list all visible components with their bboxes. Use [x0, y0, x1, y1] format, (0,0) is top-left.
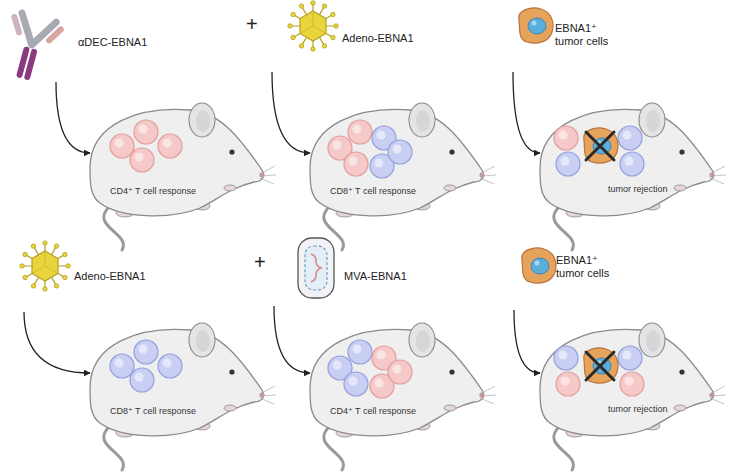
- response-label: tumor rejection: [608, 184, 668, 195]
- reagent-label: Adeno-EBNA1: [342, 32, 414, 45]
- mouse-figure: [310, 103, 496, 250]
- response-label: CD4⁺ T cell response: [330, 406, 416, 417]
- plus-sign: +: [246, 14, 258, 34]
- adenovirus-icon: [20, 241, 70, 291]
- cd8-cell: [134, 340, 158, 364]
- mouse-node: tumor rejection: [530, 318, 715, 438]
- reagent-node: MVA-EBNA1: [268, 236, 411, 306]
- tumor-cell: [584, 348, 618, 383]
- antibody-icon: [0, 5, 69, 86]
- curved-arrow: [514, 310, 540, 373]
- cd4-cell: [344, 152, 368, 176]
- mouse-figure: [90, 103, 276, 250]
- curved-arrow: [513, 72, 540, 153]
- cd8-cell: [388, 140, 412, 164]
- mouse-node: CD4⁺ T cell response: [300, 318, 485, 438]
- cd8-cell: [556, 152, 580, 176]
- reagent-node: αDEC-EBNA1: [8, 2, 152, 82]
- mouse-figure: [540, 103, 726, 250]
- cd8-cell: [554, 346, 578, 370]
- rejection-cross: [586, 352, 614, 380]
- reagent-label: αDEC-EBNA1: [78, 36, 147, 49]
- cd8-cell: [344, 372, 368, 396]
- cd4-cell: [158, 134, 182, 158]
- tumor-cell: [584, 128, 618, 163]
- reagent-node: Adeno-EBNA1: [18, 240, 150, 312]
- reagent-label: MVA-EBNA1: [344, 270, 407, 283]
- cd8-cell: [618, 126, 642, 150]
- reagent-label: EBNA1⁺ tumor cells: [555, 22, 621, 48]
- response-label: CD8⁺ T cell response: [110, 406, 196, 417]
- mouse-figure: [540, 323, 726, 470]
- cd4-cell: [130, 148, 154, 172]
- cd8-cell: [618, 346, 642, 370]
- cd8-cell: [620, 152, 644, 176]
- mouse-node: CD8⁺ T cell response: [300, 98, 485, 218]
- cd8-cell: [110, 354, 134, 378]
- mouse-node: tumor rejection: [530, 98, 715, 218]
- mouse-node: CD8⁺ T cell response: [80, 318, 265, 438]
- reagent-label: EBNA1⁺ tumor cells: [556, 254, 622, 280]
- response-label: CD8⁺ T cell response: [330, 186, 416, 197]
- mouse-node: CD4⁺ T cell response: [80, 98, 265, 218]
- mouse-figure: [310, 323, 496, 470]
- response-label: CD4⁺ T cell response: [110, 186, 196, 197]
- cd4-cell: [620, 372, 644, 396]
- cd8-cell: [158, 354, 182, 378]
- curved-arrow: [24, 312, 90, 373]
- cd8-cell: [130, 368, 154, 392]
- reagent-node: EBNA1⁺ tumor cells: [505, 0, 625, 72]
- cd4-cell: [554, 126, 578, 150]
- cd4-cell: [556, 372, 580, 396]
- cd4-cell: [388, 360, 412, 384]
- rejection-cross: [586, 132, 614, 160]
- tumor-cell-icon: [519, 8, 553, 43]
- cd4-cell: [134, 120, 158, 144]
- adenovirus-icon: [288, 1, 338, 51]
- mva-icon: [298, 238, 334, 298]
- response-label: tumor rejection: [608, 404, 668, 415]
- cd4-cell: [348, 120, 372, 144]
- curved-arrow: [272, 72, 310, 153]
- reagent-label: Adeno-EBNA1: [74, 270, 146, 283]
- mouse-figure: [90, 323, 276, 470]
- reagent-node: EBNA1⁺ tumor cells: [508, 240, 626, 310]
- curved-arrow: [56, 82, 90, 153]
- curved-arrow: [274, 306, 310, 373]
- plus-sign: +: [254, 252, 266, 272]
- cd4-cell: [110, 134, 134, 158]
- cd8-cell: [348, 340, 372, 364]
- tumor-cell-icon: [522, 248, 556, 283]
- reagent-node: Adeno-EBNA1: [266, 0, 418, 72]
